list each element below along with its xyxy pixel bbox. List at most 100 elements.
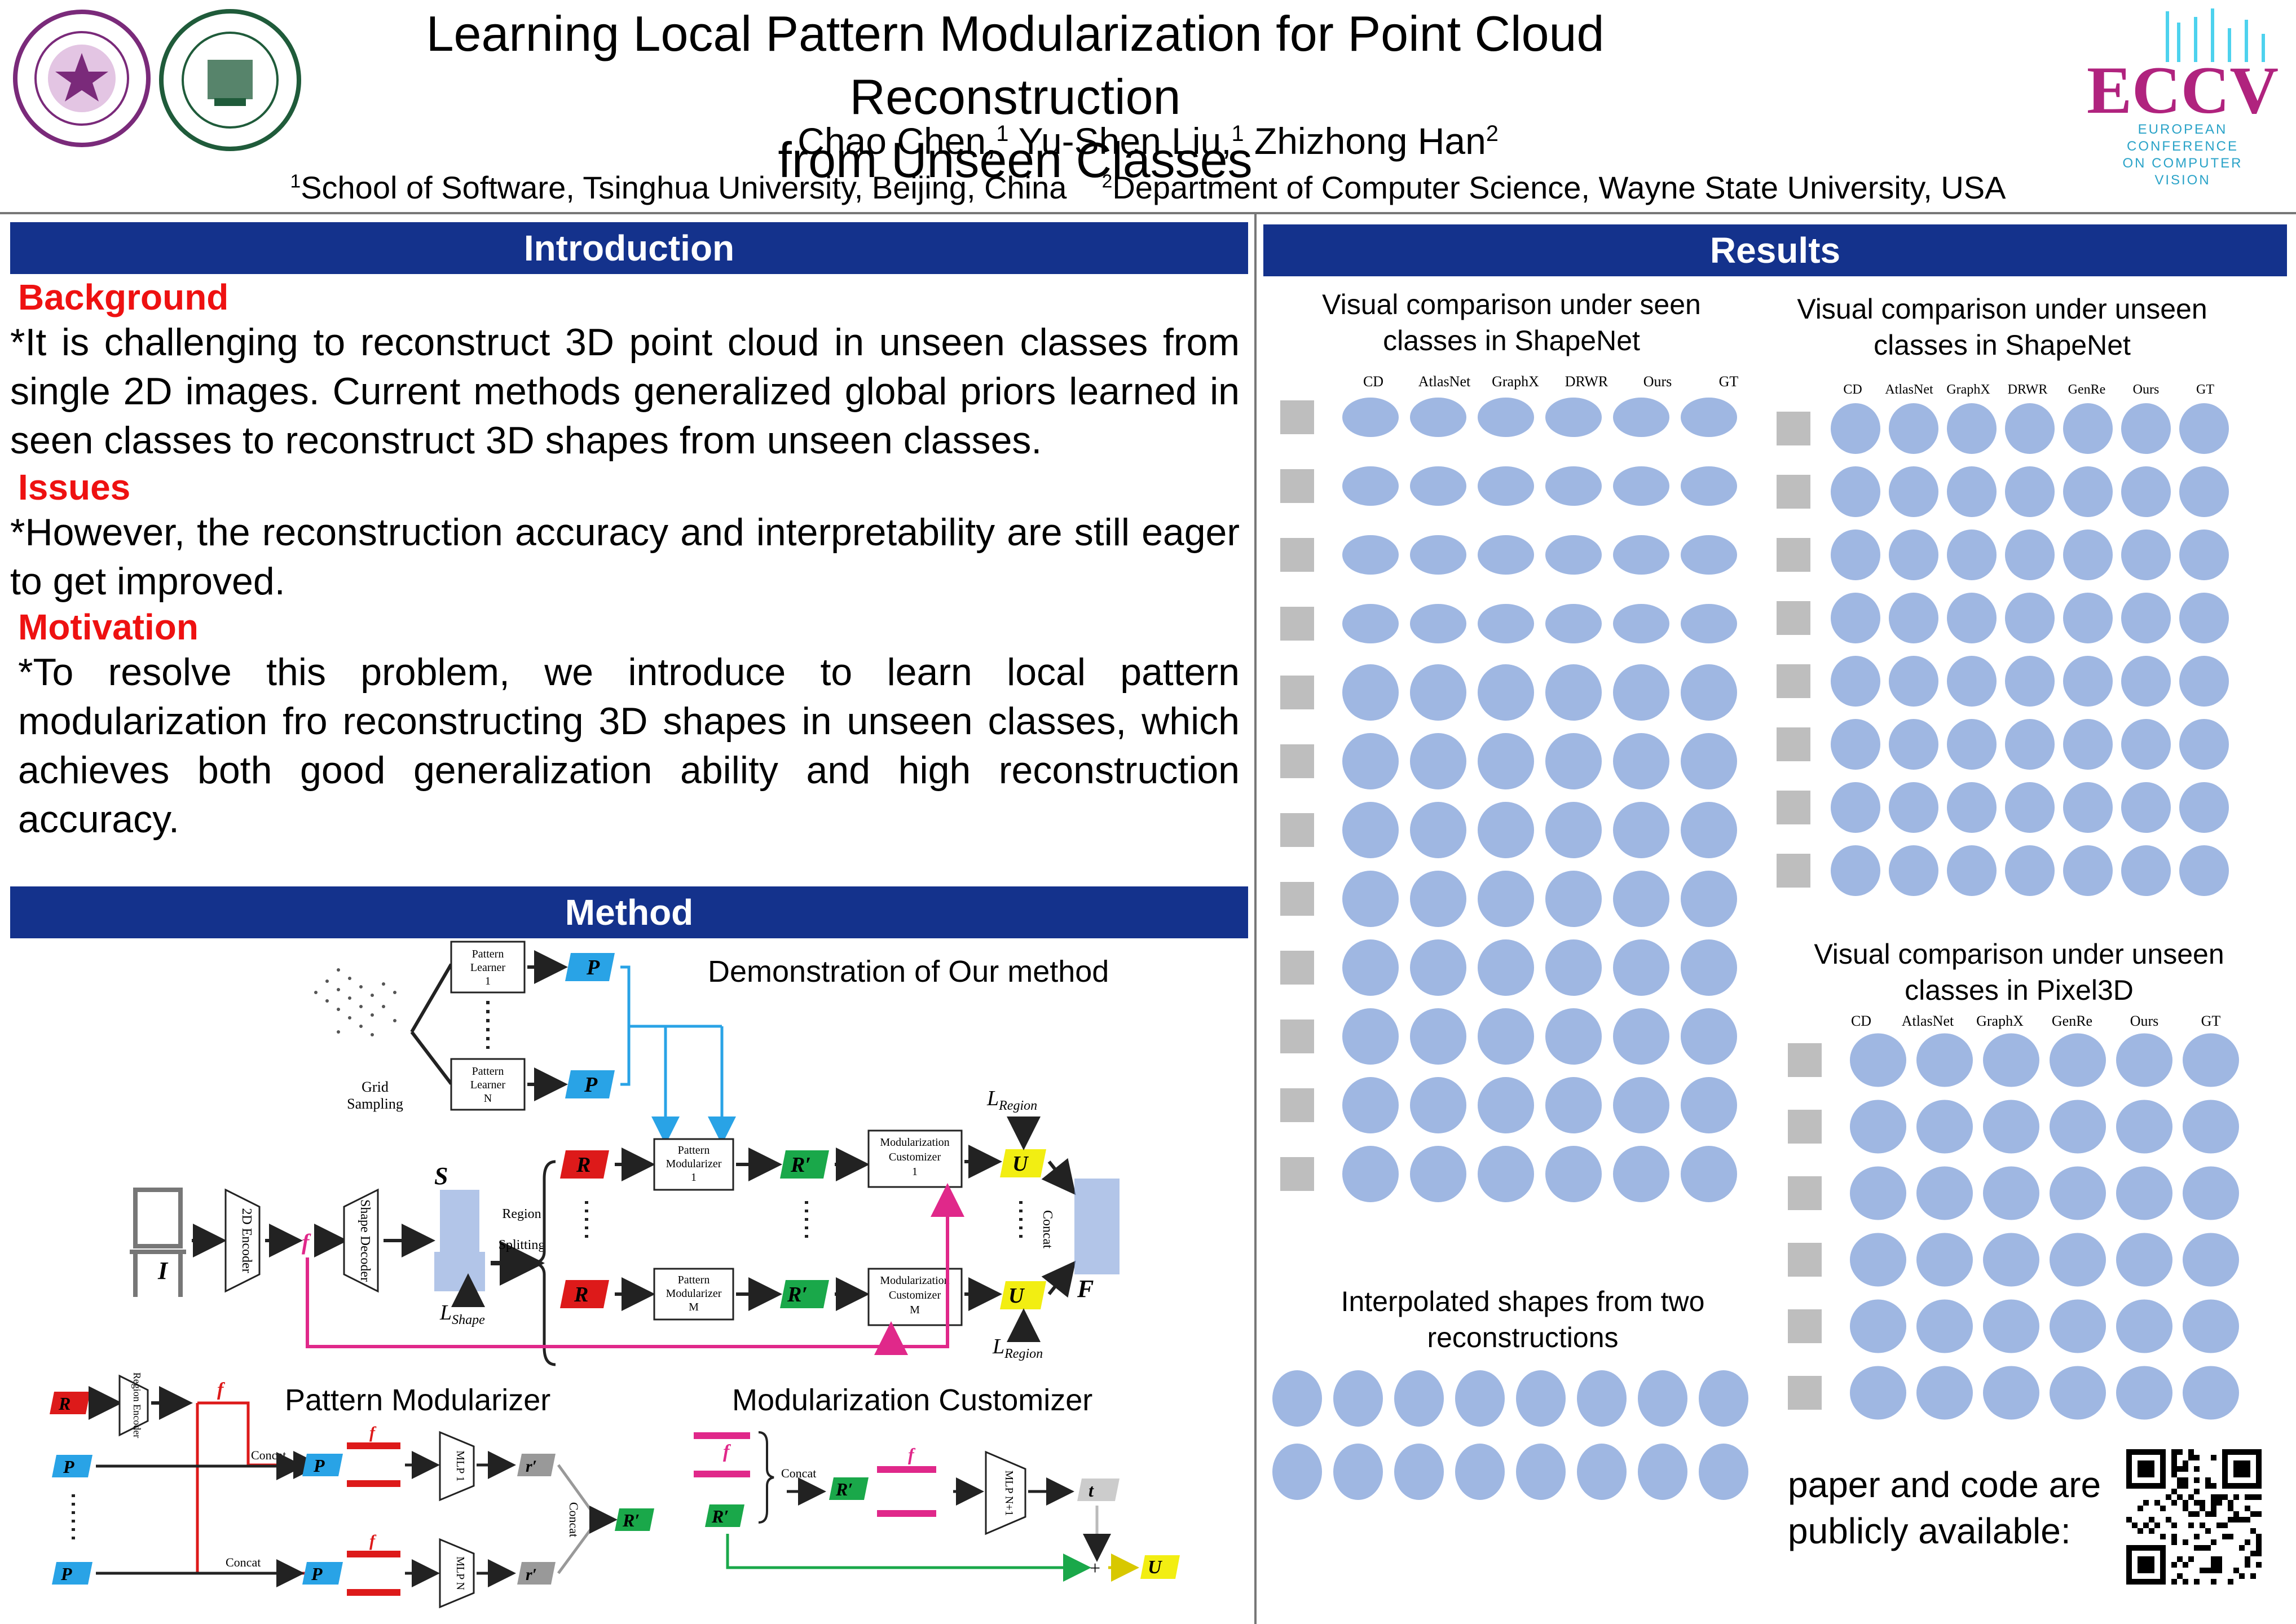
fR-bar-1b (347, 1480, 400, 1487)
unseen-reconstruction (2179, 593, 2229, 643)
seen-col-1: CD (1363, 373, 1384, 390)
unseen-input-image (1777, 538, 1810, 572)
seen-shapenet-columns: CD AtlasNet GraphX DRWR Ours GT (1342, 373, 1760, 390)
unseen-reconstruction (2063, 845, 2113, 896)
unseen-col-4: DRWR (2007, 382, 2048, 397)
shape-decoder-box (343, 1188, 379, 1293)
seen-col-3: GraphX (1492, 373, 1539, 390)
seen-reconstruction (1478, 939, 1534, 996)
unseen-reconstruction (2005, 529, 2055, 580)
seen-reconstruction (1545, 871, 1602, 927)
issues-text: *However, the reconstruction accuracy an… (10, 511, 1240, 603)
unseen-reconstruction (2121, 782, 2171, 833)
author-2: Yu-Shen Liu, (1018, 120, 1232, 162)
mlp-n-box (439, 1538, 475, 1609)
code-availability-note: paper and code are publicly available: (1788, 1464, 2101, 1551)
concat-label-mc: Concat (781, 1466, 816, 1480)
fR-bar-nb (347, 1589, 400, 1596)
affil-1: School of Software, Tsinghua University,… (301, 170, 1067, 205)
unseen-reconstruction (2005, 403, 2055, 454)
r1-prime-label: R′ (790, 1153, 811, 1177)
seen-reconstruction (1478, 466, 1534, 506)
seen-input-image (1280, 607, 1314, 641)
interpolated-shape (1699, 1444, 1748, 1500)
unseen-reconstruction (2005, 782, 2055, 833)
tm-box (1077, 1479, 1120, 1501)
fR-bar-n (347, 1551, 400, 1557)
seen-input-image (1280, 538, 1314, 572)
seen-reconstruction (1545, 535, 1602, 575)
pixel3d-reconstruction (1850, 1100, 1906, 1154)
seen-input-image (1280, 1088, 1314, 1122)
seen-reconstruction (1342, 664, 1399, 721)
input-chair-image (130, 1188, 186, 1297)
pixel3d-reconstruction (2183, 1299, 2239, 1353)
seen-shapenet-grid (1280, 398, 1737, 1202)
seen-reconstruction (1545, 733, 1602, 789)
r-m-n-label: r′ (526, 1565, 537, 1584)
unseen-input-image (1777, 664, 1810, 698)
seen-reconstruction (1681, 1146, 1737, 1202)
unseen-reconstruction (1889, 656, 1938, 707)
unseen-reconstruction (1947, 719, 1997, 770)
pixel3d-reconstruction (1983, 1033, 2039, 1087)
unseen-reconstruction (1889, 403, 1938, 454)
pixel3d-reconstruction (1983, 1299, 2039, 1353)
unseen-input-image (1777, 854, 1810, 888)
unseen-reconstruction (1831, 403, 1880, 454)
region-encoder-label: Region Encoder (131, 1373, 143, 1438)
pixel3d-caption: Visual comparison under unseen classes i… (1814, 938, 2224, 1006)
unseen-reconstruction (1947, 782, 1997, 833)
unseen-reconstruction (2121, 719, 2171, 770)
qr-code[interactable] (2126, 1449, 2262, 1585)
seen-reconstruction (1681, 398, 1737, 437)
seen-reconstruction (1681, 733, 1737, 789)
seen-reconstruction (1613, 802, 1669, 858)
label-S: S (434, 1162, 448, 1190)
modularization-customizer-caption: Modularization Customizer (732, 1383, 1093, 1417)
unseen-reconstruction (1889, 529, 1938, 580)
unseen-reconstruction (1947, 845, 1997, 896)
unseen-input-image (1777, 601, 1810, 635)
seen-reconstruction (1681, 664, 1737, 721)
seen-reconstruction (1410, 939, 1466, 996)
unseen-reconstruction (2179, 719, 2229, 770)
seen-shapenet-caption: Visual comparison under seen classes in … (1322, 289, 1701, 356)
label-L-region-1: LRegion (986, 1087, 1037, 1113)
background-text: *It is challenging to reconstruct 3D poi… (10, 321, 1240, 462)
f-I-bar-2-top (877, 1466, 936, 1473)
seen-reconstruction (1545, 802, 1602, 858)
seen-reconstruction (1342, 1077, 1399, 1133)
pixel3d-reconstruction (2116, 1100, 2172, 1154)
pixel3d-reconstruction (2183, 1100, 2239, 1154)
label-L-region-m: LRegion (992, 1335, 1043, 1361)
unseen-col-2: AtlasNet (1885, 382, 1933, 397)
results-header: Results (1263, 224, 2287, 276)
interpolated-shape (1394, 1370, 1444, 1427)
method-header: Method (10, 886, 1248, 938)
pattern-learner-1-box (450, 941, 526, 994)
rm-prime-mc-label: R′ (711, 1506, 729, 1526)
mcm-l3: M (910, 1304, 920, 1316)
unseen-reconstruction (2063, 656, 2113, 707)
pn-small-label: P (60, 1564, 72, 1584)
unseen-reconstruction (1947, 656, 1997, 707)
pixel3d-reconstruction (1850, 1233, 1906, 1287)
unseen-reconstruction (2179, 529, 2229, 580)
mcm-l2: Customizer (889, 1289, 941, 1301)
u1-label: U (1012, 1152, 1029, 1176)
pixel3d-reconstruction (1850, 1166, 1906, 1220)
seen-reconstruction (1613, 939, 1669, 996)
u1-box (1000, 1149, 1046, 1177)
grid-sampling-label-2: Sampling (347, 1096, 403, 1112)
unseen-reconstruction (2063, 593, 2113, 643)
mod-customizer-1-box (867, 1129, 963, 1188)
pixel3d-col-3: GraphX (1976, 1013, 2024, 1029)
label-L-shape: LShape (439, 1301, 485, 1327)
rm-prime-mc2-label: R′ (835, 1479, 853, 1499)
region-splitting-2: Splitting (499, 1238, 545, 1252)
p1-box (565, 953, 615, 981)
motivation-heading: Motivation (18, 607, 199, 647)
seen-reconstruction (1613, 466, 1669, 506)
unseen-reconstruction (1831, 466, 1880, 517)
